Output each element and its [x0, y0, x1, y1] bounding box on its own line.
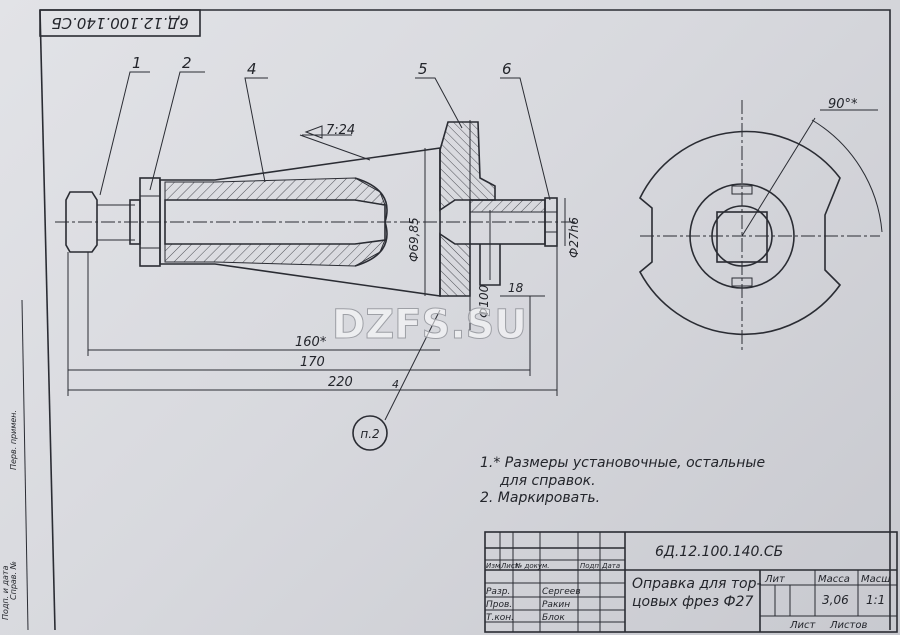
title-header-3: № докум.	[514, 562, 550, 570]
note-1: 1.* Размеры установочные, остальные	[480, 455, 765, 471]
title-name-1: Оправка для тор-	[632, 576, 762, 592]
part-number-4: 4	[247, 60, 257, 78]
note-2: 2. Маркировать.	[480, 490, 600, 506]
title-lit: Лит	[764, 574, 786, 585]
title-sheets-label: Листов	[829, 620, 867, 631]
code-box-text: 6Д.12.100.140.СБ	[51, 14, 188, 32]
side-strip-label-1: Перв. примен.	[9, 410, 18, 470]
title-role-1: Разр.	[486, 587, 510, 597]
end-view: 90°*	[638, 97, 883, 350]
dim-d-nut: Ф27h6	[567, 217, 581, 258]
title-name-a: Сергеев	[542, 587, 581, 597]
dim-d-flange: Ф100	[477, 284, 491, 318]
dim-len-220: 220	[328, 375, 353, 390]
title-header-4: Подп.	[580, 562, 601, 570]
dim-len-18: 18	[508, 281, 524, 295]
title-header-1: Изм	[486, 562, 501, 570]
main-view	[55, 71, 575, 297]
title-role-3: Т.кон.	[486, 613, 514, 623]
bolt-head	[65, 191, 98, 253]
dim-len-170: 170	[300, 355, 325, 370]
side-strip: Перв. примен. Справ. № Подп. и дата	[1, 410, 18, 620]
watermark: DZFS.SU	[332, 302, 527, 348]
title-header-2: Лист	[500, 562, 520, 570]
dim-d-taper: Ф69,85	[407, 217, 421, 262]
mandrel-hatch-top	[164, 177, 386, 206]
title-header-5: Дата	[601, 562, 620, 570]
callout-circle	[352, 415, 388, 451]
title-scale: 1:1	[866, 593, 885, 607]
title-name-c: Блок	[542, 613, 565, 623]
title-name-2: цовых фрез Ф27	[632, 594, 753, 610]
callout-label: п.2	[360, 427, 379, 441]
nut-part-6	[544, 197, 558, 247]
title-mass: 3,06	[822, 593, 849, 607]
title-sheet-label: Лист	[789, 620, 817, 631]
sheet-frame-left	[39, 9, 56, 631]
dimensions: Ф69,85 Ф100 Ф27h6 18 160* 170 220 4	[67, 120, 581, 396]
title-mass-label: Масса	[818, 574, 850, 585]
title-scale-label: Масш	[861, 574, 890, 585]
sheet-frame	[40, 9, 891, 630]
part-number-6: 6	[502, 60, 512, 78]
dim-len-160: 160*	[295, 335, 327, 350]
dim-mark-4: 4	[392, 378, 399, 391]
part-number-5: 5	[418, 60, 428, 78]
side-strip-label-2: Справ. №	[9, 561, 18, 600]
part-number-2: 2	[182, 54, 192, 72]
note-1-cont: для справок.	[499, 473, 596, 489]
title-block	[484, 531, 898, 633]
dim-angle: 90°*	[828, 97, 858, 112]
side-strip-label-3: Подп. и дата	[1, 565, 10, 620]
taper-symbol	[304, 125, 323, 139]
taper-label: 7:24	[326, 123, 355, 138]
flange-part-5	[439, 121, 496, 212]
title-role-2: Пров.	[486, 600, 512, 610]
title-name-b: Ракин	[542, 600, 570, 610]
mandrel-hatch-bottom	[164, 239, 386, 267]
title-code: 6Д.12.100.140.СБ	[655, 544, 783, 560]
side-strip-border	[21, 299, 29, 631]
part-number-1: 1	[132, 54, 142, 72]
end-view-outline	[638, 130, 842, 336]
code-box	[39, 9, 201, 37]
